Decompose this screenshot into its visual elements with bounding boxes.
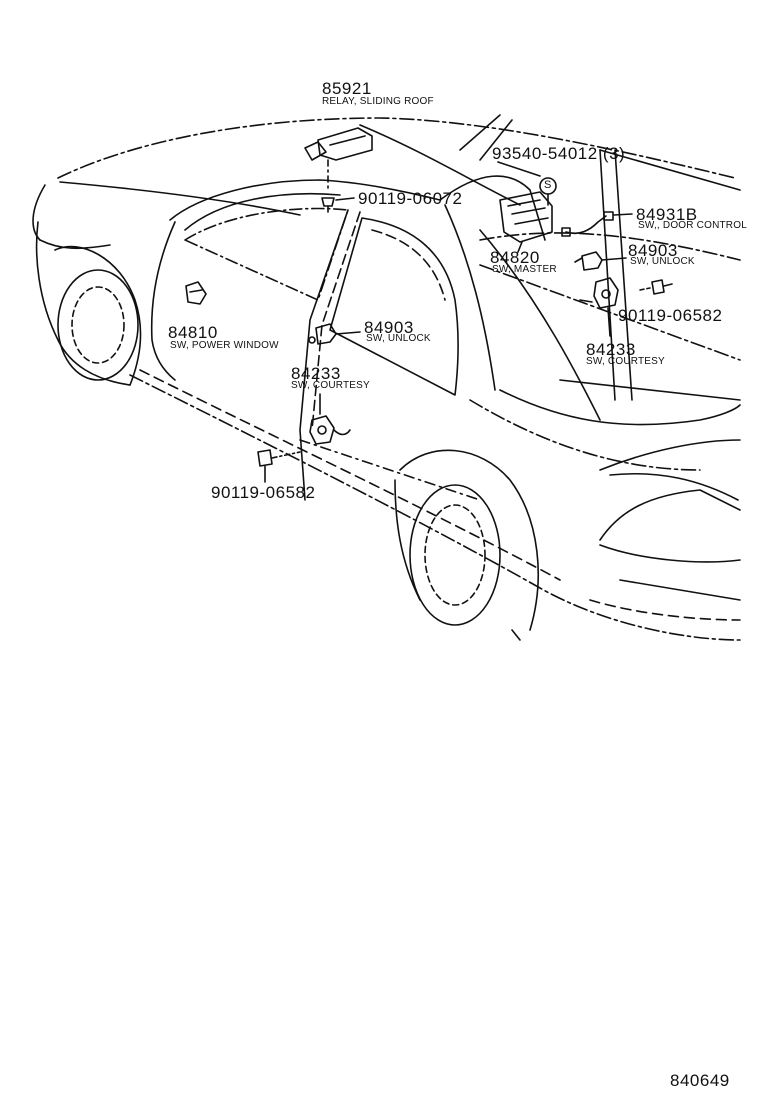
callout-84233-rear-number: 84233 [291,364,341,383]
drawing-number: 840649 [670,1071,730,1090]
part-screw-roof [321,197,355,213]
callout-85921-description: RELAY, SLIDING ROOF [322,96,434,107]
part-sw-master [499,191,553,253]
part-sw-power-window [185,281,207,305]
part-sw-door-control [561,211,633,237]
callout-84903-front-description: SW, UNLOCK [630,256,695,267]
callout-93540-54012-number: 93540-54012 (3) [492,144,626,163]
part-sw-unlock-front [574,251,627,271]
callout-90119-06072-number: 90119-06072 [358,189,463,208]
callout-85921-number: 85921 [322,79,372,98]
part-sw-courtesy-rear [309,393,351,445]
part-bolt-rear [257,449,301,483]
callout-84233-front-description: SW, COURTESY [586,356,665,367]
screw-set-marker-letter: S [544,179,552,191]
part-relay-sliding-roof [304,127,373,193]
callout-90119-06582-front-number: 90119-06582 [618,306,723,325]
car-body-outline [32,114,741,641]
callout-84931b-number: 84931B [636,205,698,224]
callout-90119-06582-rear-number: 90119-06582 [211,483,316,502]
callout-84810-description: SW, POWER WINDOW [170,340,279,351]
callout-84233-front-number: 84233 [586,340,636,359]
callout-84903-rear-number: 84903 [364,318,414,337]
callout-84810-number: 84810 [168,323,218,342]
callout-84820-number: 84820 [490,248,540,267]
callout-84931b-description: SW,, DOOR CONTROL [638,220,747,231]
part-sw-courtesy-front [579,277,619,337]
part-screw-set-marker [497,161,557,206]
part-bolt-front [639,279,673,295]
callout-84903-front-number: 84903 [628,241,678,260]
part-sw-unlock-rear [308,323,361,345]
callout-84820-description: SW, MASTER [492,264,557,275]
callout-84233-rear-description: SW, COURTESY [291,380,370,391]
callout-84903-rear-description: SW, UNLOCK [366,333,431,344]
